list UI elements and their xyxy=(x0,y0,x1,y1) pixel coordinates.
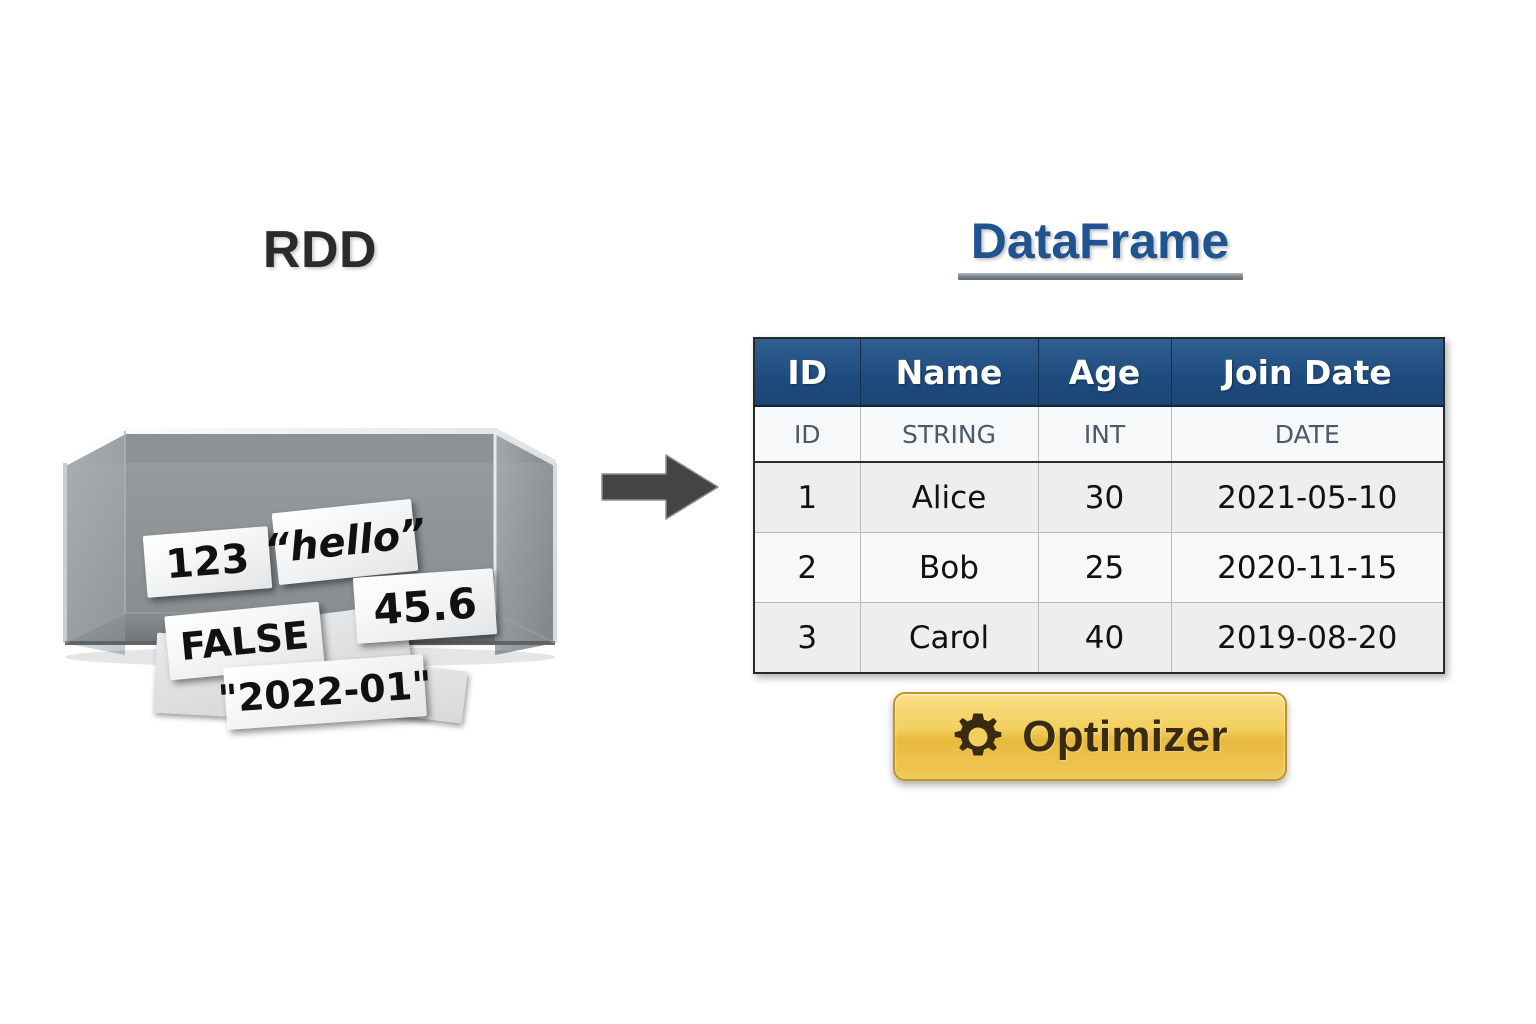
column-header-name[interactable]: Name xyxy=(859,337,1039,407)
cell-age: 25 xyxy=(1037,532,1172,603)
gear-icon xyxy=(954,713,1002,755)
cell-join-date: 2021-05-10 xyxy=(1170,461,1445,533)
table-row[interactable]: 3 Carol 40 2019-08-20 xyxy=(753,602,1445,674)
optimizer-label: Optimizer xyxy=(1022,711,1228,761)
table-row[interactable]: 2 Bob 25 2020-11-15 xyxy=(753,532,1445,603)
type-age: INT xyxy=(1037,405,1172,463)
table-data-body: 1 Alice 30 2021-05-10 2 Bob 25 2020-11-1… xyxy=(753,461,1445,674)
rdd-box-container: 123 “hello” 45.6 FALSE "2022-01" xyxy=(55,313,565,730)
cell-name: Carol xyxy=(859,602,1039,674)
cell-name: Bob xyxy=(859,532,1039,603)
cell-id: 3 xyxy=(753,602,861,674)
table-row[interactable]: 1 Alice 30 2021-05-10 xyxy=(753,461,1445,533)
flow-arrow xyxy=(600,452,720,522)
title-underline xyxy=(957,272,1243,280)
dataframe-table: ID Name Age Join Date ID STRING INT DATE… xyxy=(753,337,1445,674)
data-slip-string: “hello” xyxy=(262,498,428,586)
schema-type-row: ID STRING INT DATE xyxy=(753,405,1445,463)
cell-age: 40 xyxy=(1037,602,1172,674)
column-header-age[interactable]: Age xyxy=(1037,337,1172,407)
column-header-id[interactable]: ID xyxy=(753,337,861,407)
type-name: STRING xyxy=(859,405,1039,463)
table-header-row: ID Name Age Join Date xyxy=(753,337,1445,407)
data-slip-date: "2022-01" xyxy=(217,654,433,730)
type-date: DATE xyxy=(1170,405,1445,463)
rdd-section: RDD xyxy=(55,210,585,730)
cell-id: 2 xyxy=(753,532,861,603)
cell-join-date: 2020-11-15 xyxy=(1170,532,1445,603)
table-header: ID Name Age Join Date xyxy=(753,337,1445,407)
rdd-title: RDD xyxy=(262,221,378,279)
cell-name: Alice xyxy=(859,461,1039,533)
data-slip-float: 45.6 xyxy=(352,568,498,644)
right-arrow-icon xyxy=(601,454,719,520)
dataframe-section: DataFrame ID Name Age Join Date ID STRIN… xyxy=(745,215,1455,781)
dataframe-title: DataFrame xyxy=(970,213,1230,269)
table-schema-body: ID STRING INT DATE xyxy=(753,405,1445,463)
column-header-join-date[interactable]: Join Date xyxy=(1170,337,1445,407)
cell-age: 30 xyxy=(1037,461,1172,533)
data-slip-integer: 123 xyxy=(142,526,273,598)
dataframe-title-wrap: DataFrame xyxy=(745,215,1455,280)
type-id: ID xyxy=(753,405,861,463)
optimizer-button[interactable]: Optimizer xyxy=(893,692,1287,781)
cell-join-date: 2019-08-20 xyxy=(1170,602,1445,674)
cell-id: 1 xyxy=(753,461,861,533)
